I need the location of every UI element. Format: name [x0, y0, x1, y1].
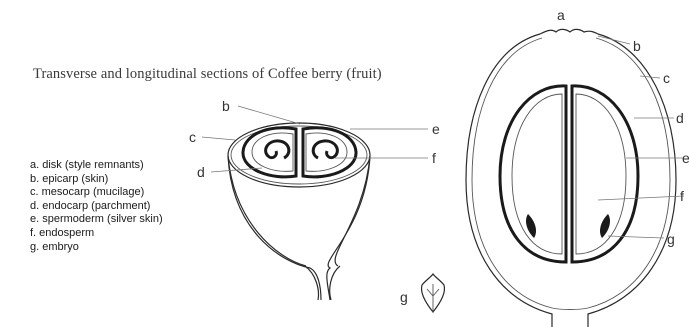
longitudinal-label-f: f [680, 188, 684, 204]
transverse-stem [305, 266, 340, 300]
longitudinal-label-e: e [682, 150, 689, 166]
transverse-seed-right-embryo [313, 141, 337, 158]
transverse-seed-left-embryo [266, 141, 289, 158]
longitudinal-label-c: c [663, 70, 670, 86]
transverse-berry-wall [228, 156, 370, 266]
transverse-top-face [228, 123, 370, 187]
longitudinal-disk [540, 29, 598, 34]
transverse-seed-left-spermoderm [252, 133, 293, 171]
longitudinal-section: a b c d e f g [466, 7, 689, 327]
longitudinal-seed-left-spermoderm [512, 94, 562, 254]
transverse-label-d: d [197, 164, 205, 180]
leader-longitudinal-g [608, 236, 664, 238]
leader-transverse-b [238, 106, 300, 124]
longitudinal-label-a: a [557, 7, 565, 23]
longitudinal-seed-left-embryo [526, 214, 536, 238]
transverse-label-b: b [222, 98, 230, 114]
transverse-label-f: f [432, 150, 436, 166]
transverse-section: b c d e f [189, 98, 440, 300]
leader-longitudinal-f [598, 196, 684, 200]
leader-transverse-c [202, 137, 235, 140]
embryo-label-g: g [400, 289, 408, 305]
embryo-leaf-vein [427, 284, 439, 312]
embryo-detail: g [400, 274, 444, 312]
transverse-label-c: c [189, 129, 196, 145]
transverse-label-e: e [432, 121, 440, 137]
longitudinal-label-b: b [633, 38, 641, 54]
longitudinal-seed-right-endocarp [572, 86, 638, 262]
longitudinal-label-d: d [676, 110, 684, 126]
longitudinal-label-g: g [667, 231, 675, 247]
longitudinal-seed-right-embryo [600, 214, 610, 238]
